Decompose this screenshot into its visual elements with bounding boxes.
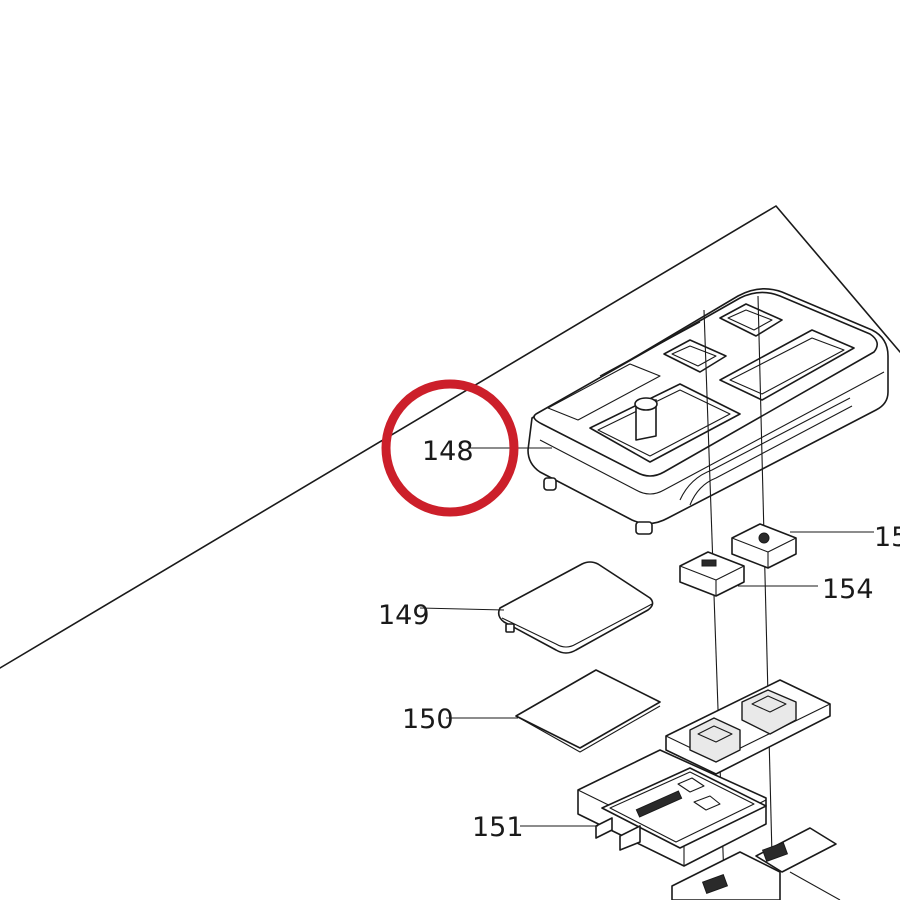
label-148: 148 <box>422 436 474 467</box>
cap-part-155 <box>731 523 797 569</box>
housing-part <box>527 288 889 535</box>
label-154: 154 <box>822 574 874 605</box>
highlight-circle <box>381 379 519 517</box>
panel-outline <box>0 205 900 669</box>
label-155: 15 <box>874 522 900 553</box>
label-150: 150 <box>402 704 454 735</box>
label-151: 151 <box>472 812 524 843</box>
lower-assembly <box>577 679 841 900</box>
pad-part-149 <box>497 561 654 654</box>
label-149: 149 <box>378 600 430 631</box>
guide-line <box>757 295 773 857</box>
cap-part-154 <box>679 551 745 597</box>
sheet-part-150 <box>515 669 661 753</box>
leader-149 <box>419 607 505 611</box>
